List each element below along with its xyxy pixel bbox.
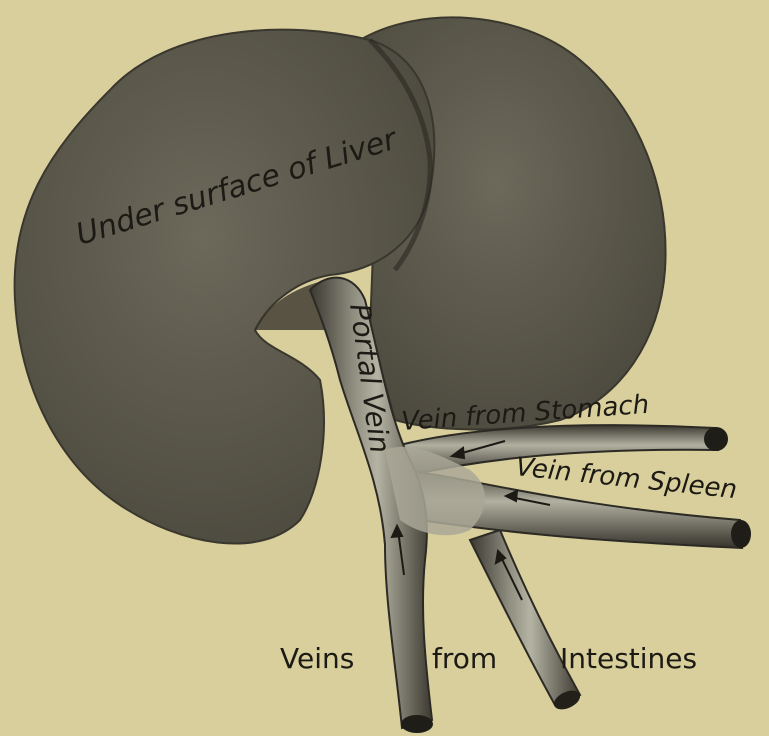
label-from-word: from (432, 642, 497, 675)
label-intestines-word: Intestines (560, 642, 697, 675)
intestinal-vein-right (470, 530, 580, 705)
portal-vein-end (401, 715, 433, 733)
label-veins-word: Veins (280, 642, 354, 675)
stomach-vein-end (704, 427, 728, 451)
spleen-vein-end (731, 520, 751, 548)
